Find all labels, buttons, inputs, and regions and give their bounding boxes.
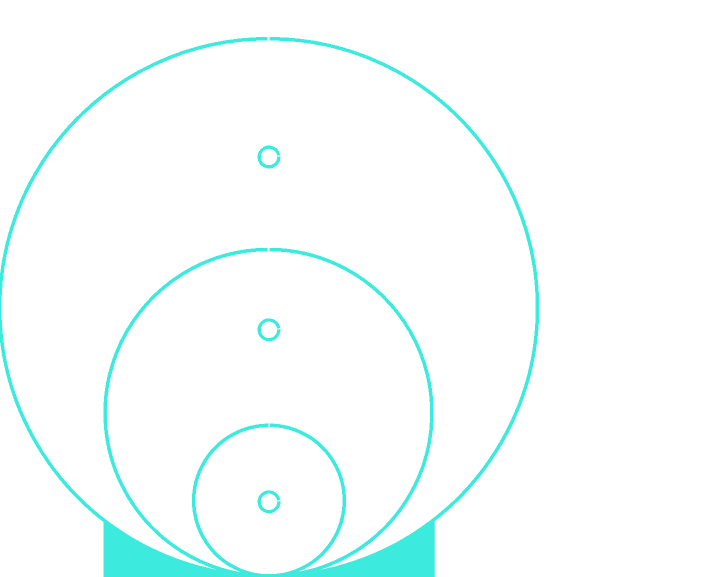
axis-dot-bottom	[257, 490, 281, 514]
axis-dot-middle	[257, 318, 281, 342]
inner-circle	[192, 423, 346, 577]
axis-dot-top	[257, 145, 281, 169]
